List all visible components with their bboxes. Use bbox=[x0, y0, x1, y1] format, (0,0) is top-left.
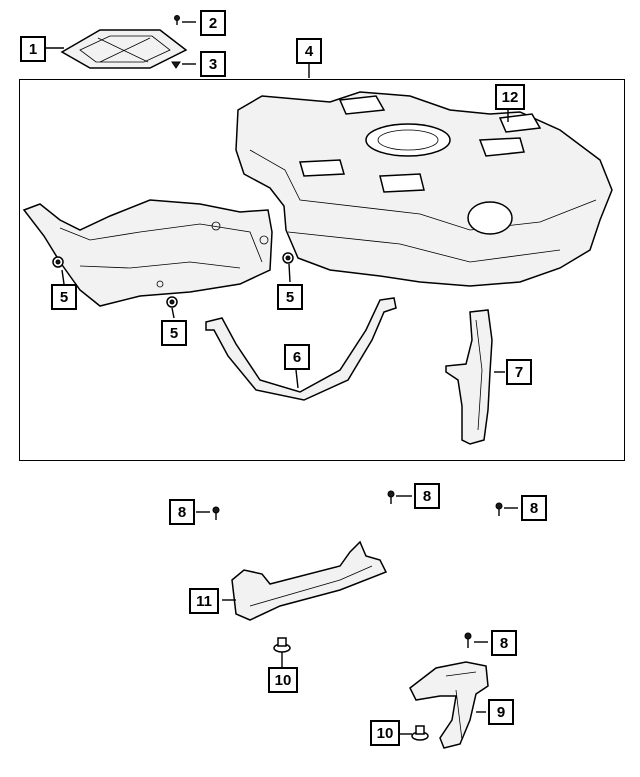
callout-6: 6 bbox=[284, 344, 310, 370]
rear-bracket bbox=[409, 661, 489, 749]
callout-10-lower: 10 bbox=[370, 720, 400, 746]
callout-8-top: 8 bbox=[414, 483, 440, 509]
callout-2: 2 bbox=[200, 10, 226, 36]
callout-7: 7 bbox=[506, 359, 532, 385]
callout-12: 12 bbox=[495, 84, 525, 110]
callout-10-upper: 10 bbox=[268, 667, 298, 693]
bolt bbox=[196, 490, 518, 648]
callout-3: 3 bbox=[200, 51, 226, 77]
callout-5-left: 5 bbox=[51, 284, 77, 310]
callout-4: 4 bbox=[296, 38, 322, 64]
tank-bracket bbox=[445, 309, 505, 445]
callout-5-middle: 5 bbox=[161, 320, 187, 346]
nut bbox=[171, 61, 196, 69]
clip-fastener bbox=[52, 252, 294, 319]
tank-strap bbox=[205, 297, 397, 401]
callout-1: 1 bbox=[20, 36, 46, 62]
callout-8-left: 8 bbox=[169, 499, 195, 525]
callout-9: 9 bbox=[488, 699, 514, 725]
callout-8-lower: 8 bbox=[491, 630, 517, 656]
screw bbox=[174, 15, 196, 25]
callout-8-right: 8 bbox=[521, 495, 547, 521]
callout-11: 11 bbox=[189, 588, 219, 614]
skid-plate bbox=[222, 540, 388, 621]
flange-nut bbox=[273, 637, 429, 741]
access-cover-plate bbox=[46, 29, 188, 69]
fuel-tank bbox=[235, 91, 613, 287]
fuel-tank-assembly-frame bbox=[19, 79, 625, 461]
heat-shield bbox=[22, 199, 273, 307]
callout-5-right: 5 bbox=[277, 284, 303, 310]
